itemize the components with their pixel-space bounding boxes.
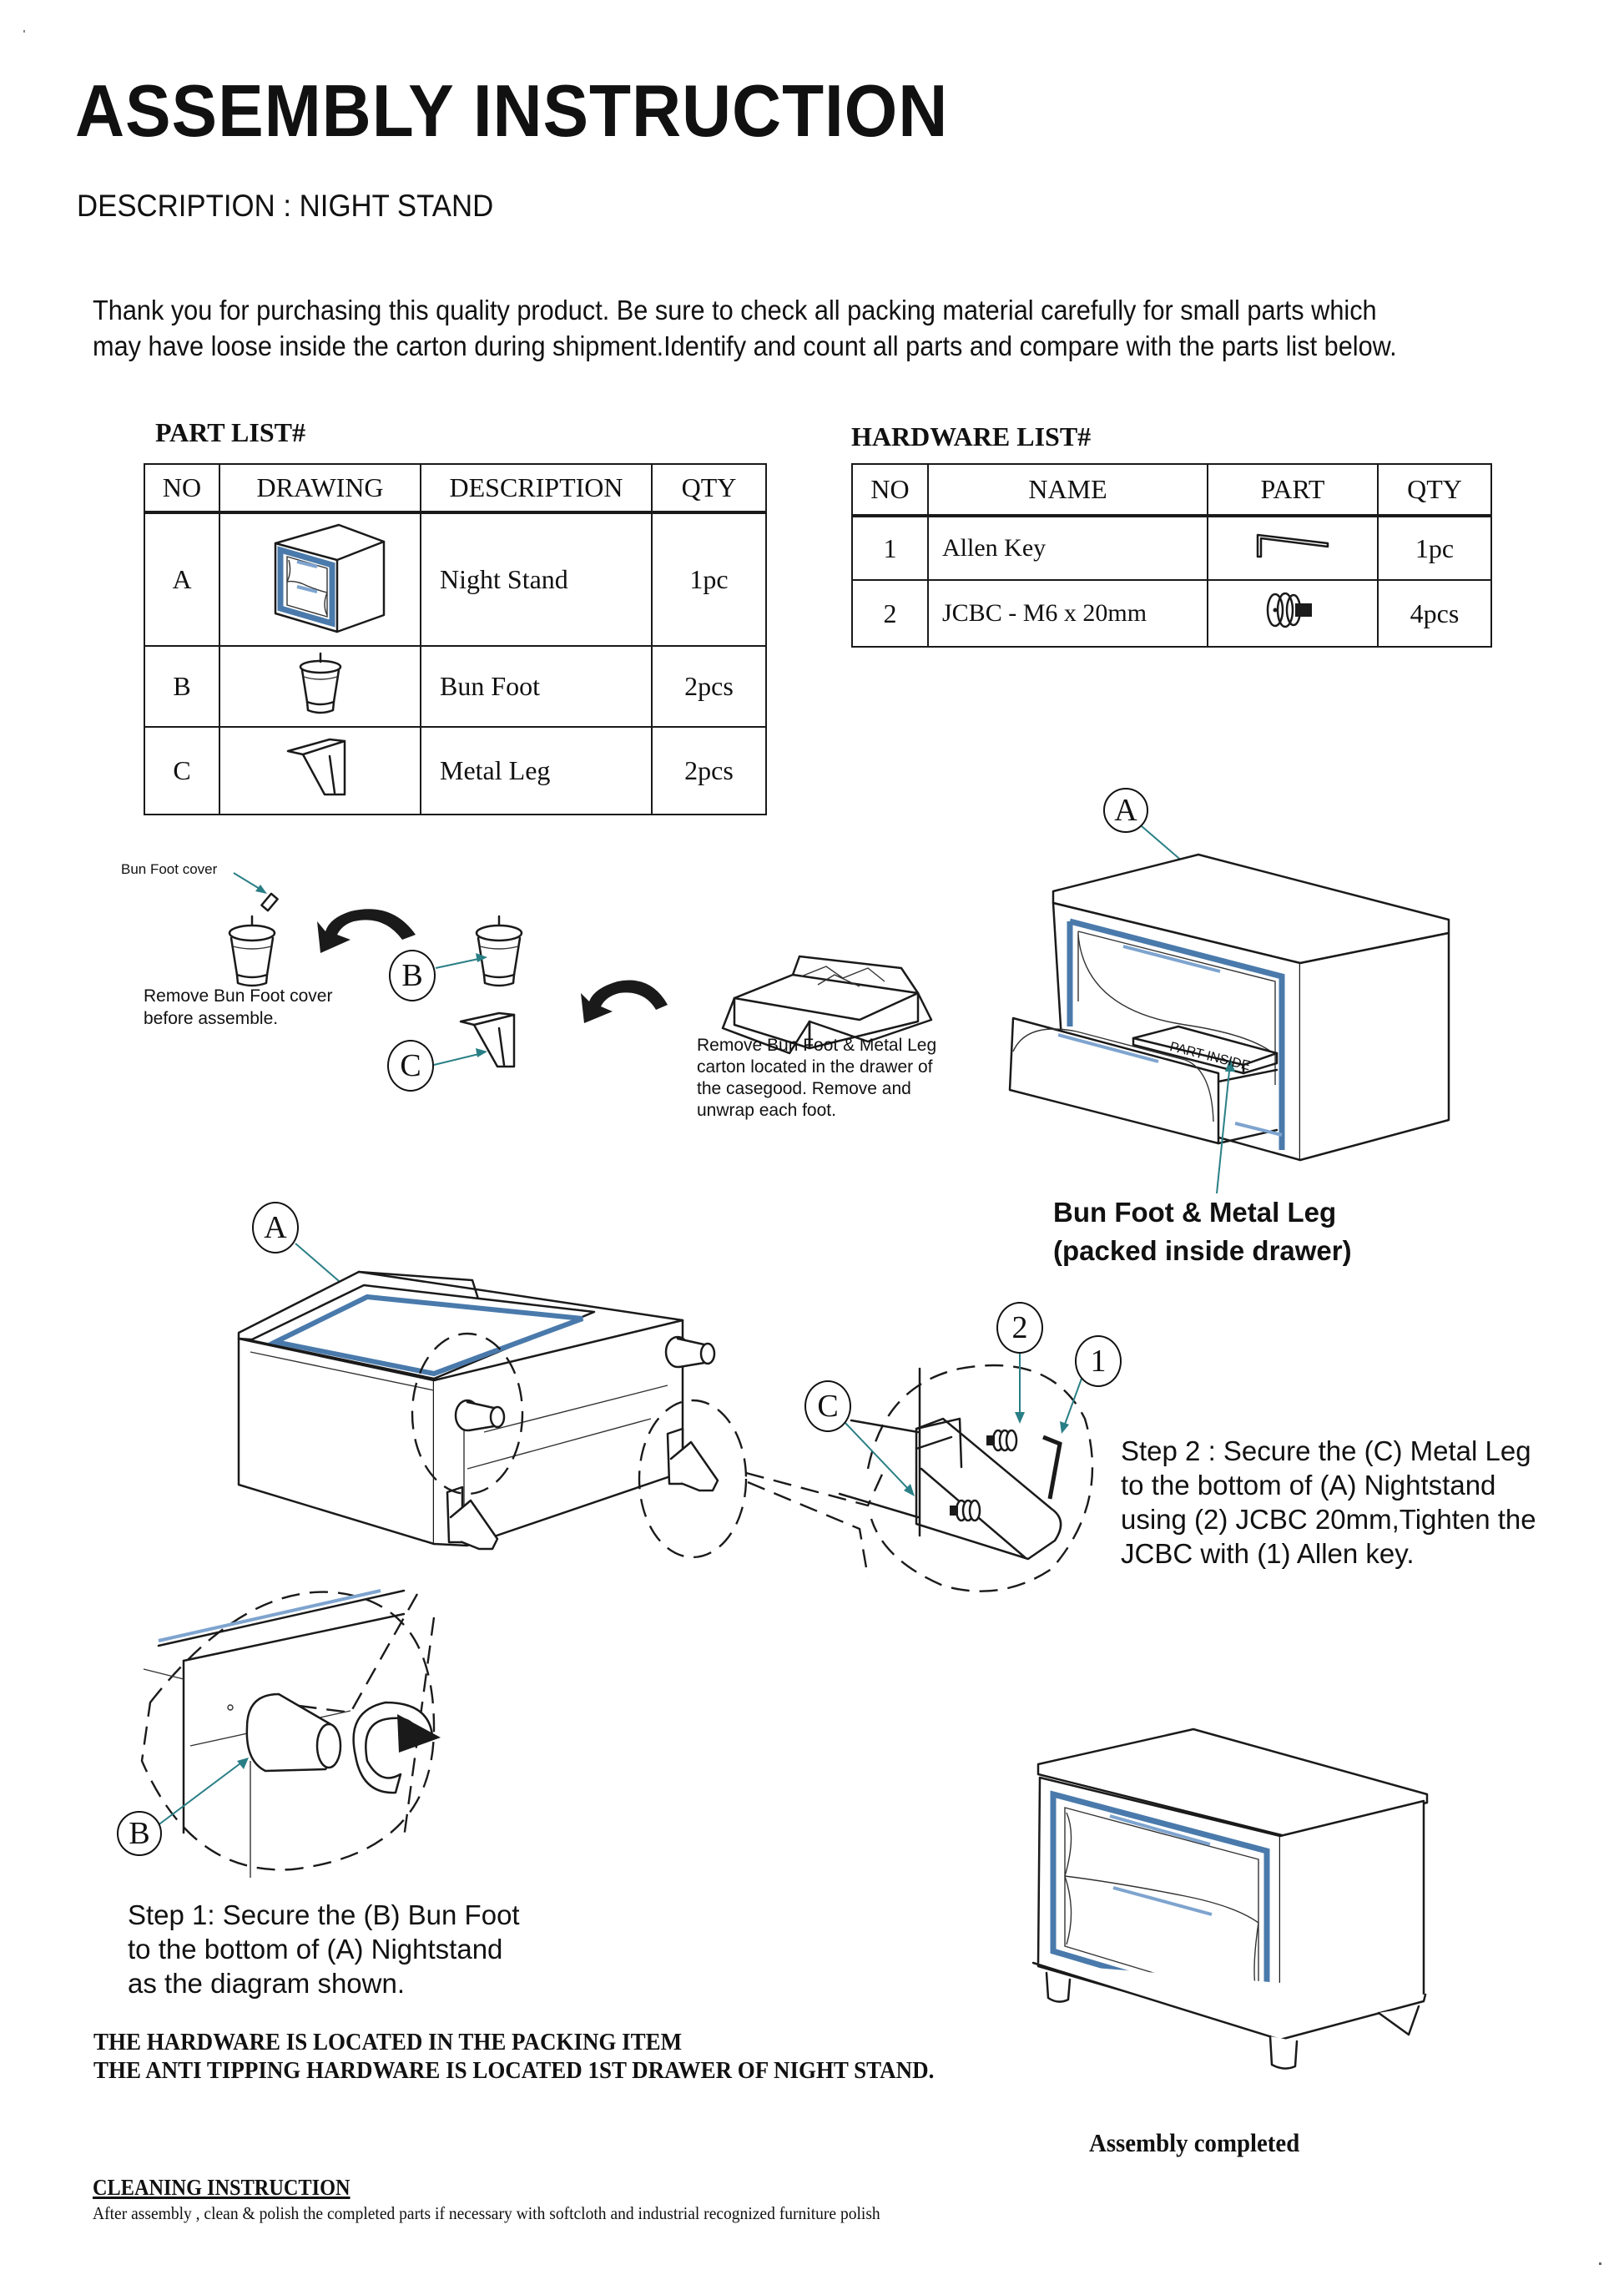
part-drawing — [219, 726, 421, 815]
callout-1: 1 — [1075, 1335, 1122, 1387]
cleaning-body: After assembly , clean & polish the comp… — [93, 2203, 880, 2223]
header-qty: QTY — [651, 463, 767, 514]
step2-detail-illustration — [838, 1354, 1094, 1592]
hardware-qty: 1pc — [1377, 515, 1492, 581]
document-title: ASSEMBLY INSTRUCTION — [75, 69, 949, 152]
assembled-nightstand-illustration — [1031, 1728, 1429, 2070]
part-list-header-row: NO DRAWING DESCRIPTION QTY — [144, 463, 767, 514]
step2-instructions: Step 2 : Secure the (C) Metal Leg to the… — [1121, 1434, 1536, 1571]
step-line: as the diagram shown. — [128, 1968, 406, 1999]
header-qty: QTY — [1377, 463, 1492, 517]
part-description: Bun Foot — [420, 645, 653, 728]
part-qty: 1pc — [651, 512, 767, 647]
callout-a: A — [1103, 788, 1148, 833]
note-line: Remove Bun Foot & Metal Leg — [697, 1036, 937, 1055]
note-line: unwrap each foot. — [697, 1101, 836, 1120]
note-line: carton located in the drawer of — [697, 1057, 933, 1077]
note-line: the casegood. Remove and — [697, 1079, 911, 1098]
step-line: JCBC with (1) Allen key. — [1121, 1538, 1415, 1569]
header-drawing: DRAWING — [219, 463, 421, 514]
callout-2: 2 — [996, 1302, 1043, 1354]
product-description: DESCRIPTION : NIGHT STAND — [77, 189, 494, 223]
bolt-washer-icon — [1266, 592, 1312, 628]
hardware-list-header-row: NO NAME PART QTY — [851, 463, 1492, 517]
step-line: Step 1: Secure the (B) Bun Foot — [128, 1899, 520, 1930]
part-no: B — [144, 645, 220, 728]
packed-inside-drawer-note: Bun Foot & Metal Leg (packed inside draw… — [1053, 1193, 1352, 1270]
hardware-no: 2 — [851, 579, 929, 648]
assembly-completed-label: Assembly completed — [1089, 2128, 1300, 2157]
step-line: to the bottom of (A) Nightstand — [128, 1934, 503, 1965]
scan-speck — [23, 30, 25, 33]
hardware-name: JCBC - M6 x 20mm — [927, 579, 1208, 648]
allen-key-icon — [1256, 533, 1329, 558]
part-list-title: PART LIST# — [155, 417, 305, 447]
table-row: B Bun Foot 2pcs — [144, 645, 767, 728]
metal-leg-icon — [459, 1011, 516, 1068]
part-qty: 2pcs — [651, 645, 767, 728]
curved-arrow-icon — [317, 909, 416, 953]
note-line: (packed inside drawer) — [1053, 1235, 1352, 1266]
callout-b: B — [117, 1811, 162, 1856]
table-row: C Metal Leg 2pcs — [144, 726, 767, 815]
callout-c: C — [387, 1040, 434, 1092]
metal-leg-icon — [286, 738, 345, 795]
header-no: NO — [144, 463, 220, 514]
note-line: before assemble. — [144, 1009, 279, 1028]
bun-foot-icon — [299, 652, 341, 714]
scan-speck — [1599, 2262, 1601, 2265]
curved-arrow-icon — [581, 980, 668, 1023]
nightstand-open-drawer-illustration — [1008, 825, 1450, 1194]
table-row: A Night Stand 1pc — [144, 512, 767, 647]
header-description: DESCRIPTION — [420, 463, 653, 514]
bun-foot-cover-leader — [233, 872, 279, 912]
step-line: Step 2 : Secure the (C) Metal Leg — [1121, 1435, 1531, 1466]
carton-box-icon — [721, 955, 933, 1055]
carton-note: Remove Bun Foot & Metal Leg carton locat… — [697, 1035, 936, 1122]
part-description: Metal Leg — [420, 726, 653, 815]
note-line: THE HARDWARE IS LOCATED IN THE PACKING I… — [93, 2029, 683, 2055]
intro-line: may have loose inside the carton during … — [93, 330, 1397, 361]
bun-foot-cover-label: Bun Foot cover — [121, 861, 218, 877]
part-description: Night Stand — [420, 512, 653, 647]
step-line: using (2) JCBC 20mm,Tighten the — [1121, 1504, 1536, 1535]
hardware-no: 1 — [851, 515, 929, 581]
part-qty: 2pcs — [651, 726, 767, 815]
step1-instructions: Step 1: Secure the (B) Bun Foot to the b… — [128, 1898, 520, 2000]
callout-c: C — [804, 1380, 851, 1432]
step-line: to the bottom of (A) Nightstand — [1121, 1470, 1496, 1501]
hardware-qty: 4pcs — [1377, 579, 1492, 648]
part-drawing — [219, 645, 421, 728]
part-drawing — [219, 512, 421, 647]
callout-a: A — [252, 1202, 299, 1253]
bun-foot-icon — [228, 915, 276, 987]
hardware-list-title: HARDWARE LIST# — [851, 421, 1092, 451]
intro-line: Thank you for purchasing this quality pr… — [93, 295, 1377, 325]
part-no: C — [144, 726, 220, 815]
cleaning-title: CLEANING INSTRUCTION — [93, 2175, 351, 2200]
bun-foot-icon — [475, 915, 523, 987]
hardware-list-table: NO NAME PART QTY 1 Allen Key 1pc 2 JCBC … — [851, 463, 1492, 648]
part-list-table: NO DRAWING DESCRIPTION QTY A Night Stand… — [144, 463, 767, 815]
header-part: PART — [1207, 463, 1379, 517]
hardware-part — [1207, 579, 1379, 648]
part-no: A — [144, 512, 220, 647]
intro-paragraph: Thank you for purchasing this quality pr… — [93, 292, 1567, 364]
remove-cover-note: Remove Bun Foot cover before assemble. — [144, 985, 332, 1030]
header-name: NAME — [927, 463, 1208, 517]
hardware-part — [1207, 515, 1379, 581]
table-row: 1 Allen Key 1pc — [851, 515, 1492, 581]
nightstand-icon — [274, 523, 385, 633]
step1-detail-illustration — [140, 1589, 441, 1878]
callout-b: B — [389, 950, 436, 1001]
note-line: Remove Bun Foot cover — [144, 986, 333, 1006]
hardware-name: Allen Key — [927, 515, 1208, 581]
nightstand-upside-down-illustration — [237, 1243, 886, 1839]
hardware-location-notes: THE HARDWARE IS LOCATED IN THE PACKING I… — [93, 2028, 934, 2085]
table-row: 2 JCBC - M6 x 20mm 4pcs — [851, 579, 1492, 648]
header-no: NO — [851, 463, 929, 517]
note-line: THE ANTI TIPPING HARDWARE IS LOCATED 1ST… — [93, 2057, 935, 2084]
note-line: Bun Foot & Metal Leg — [1053, 1197, 1337, 1228]
